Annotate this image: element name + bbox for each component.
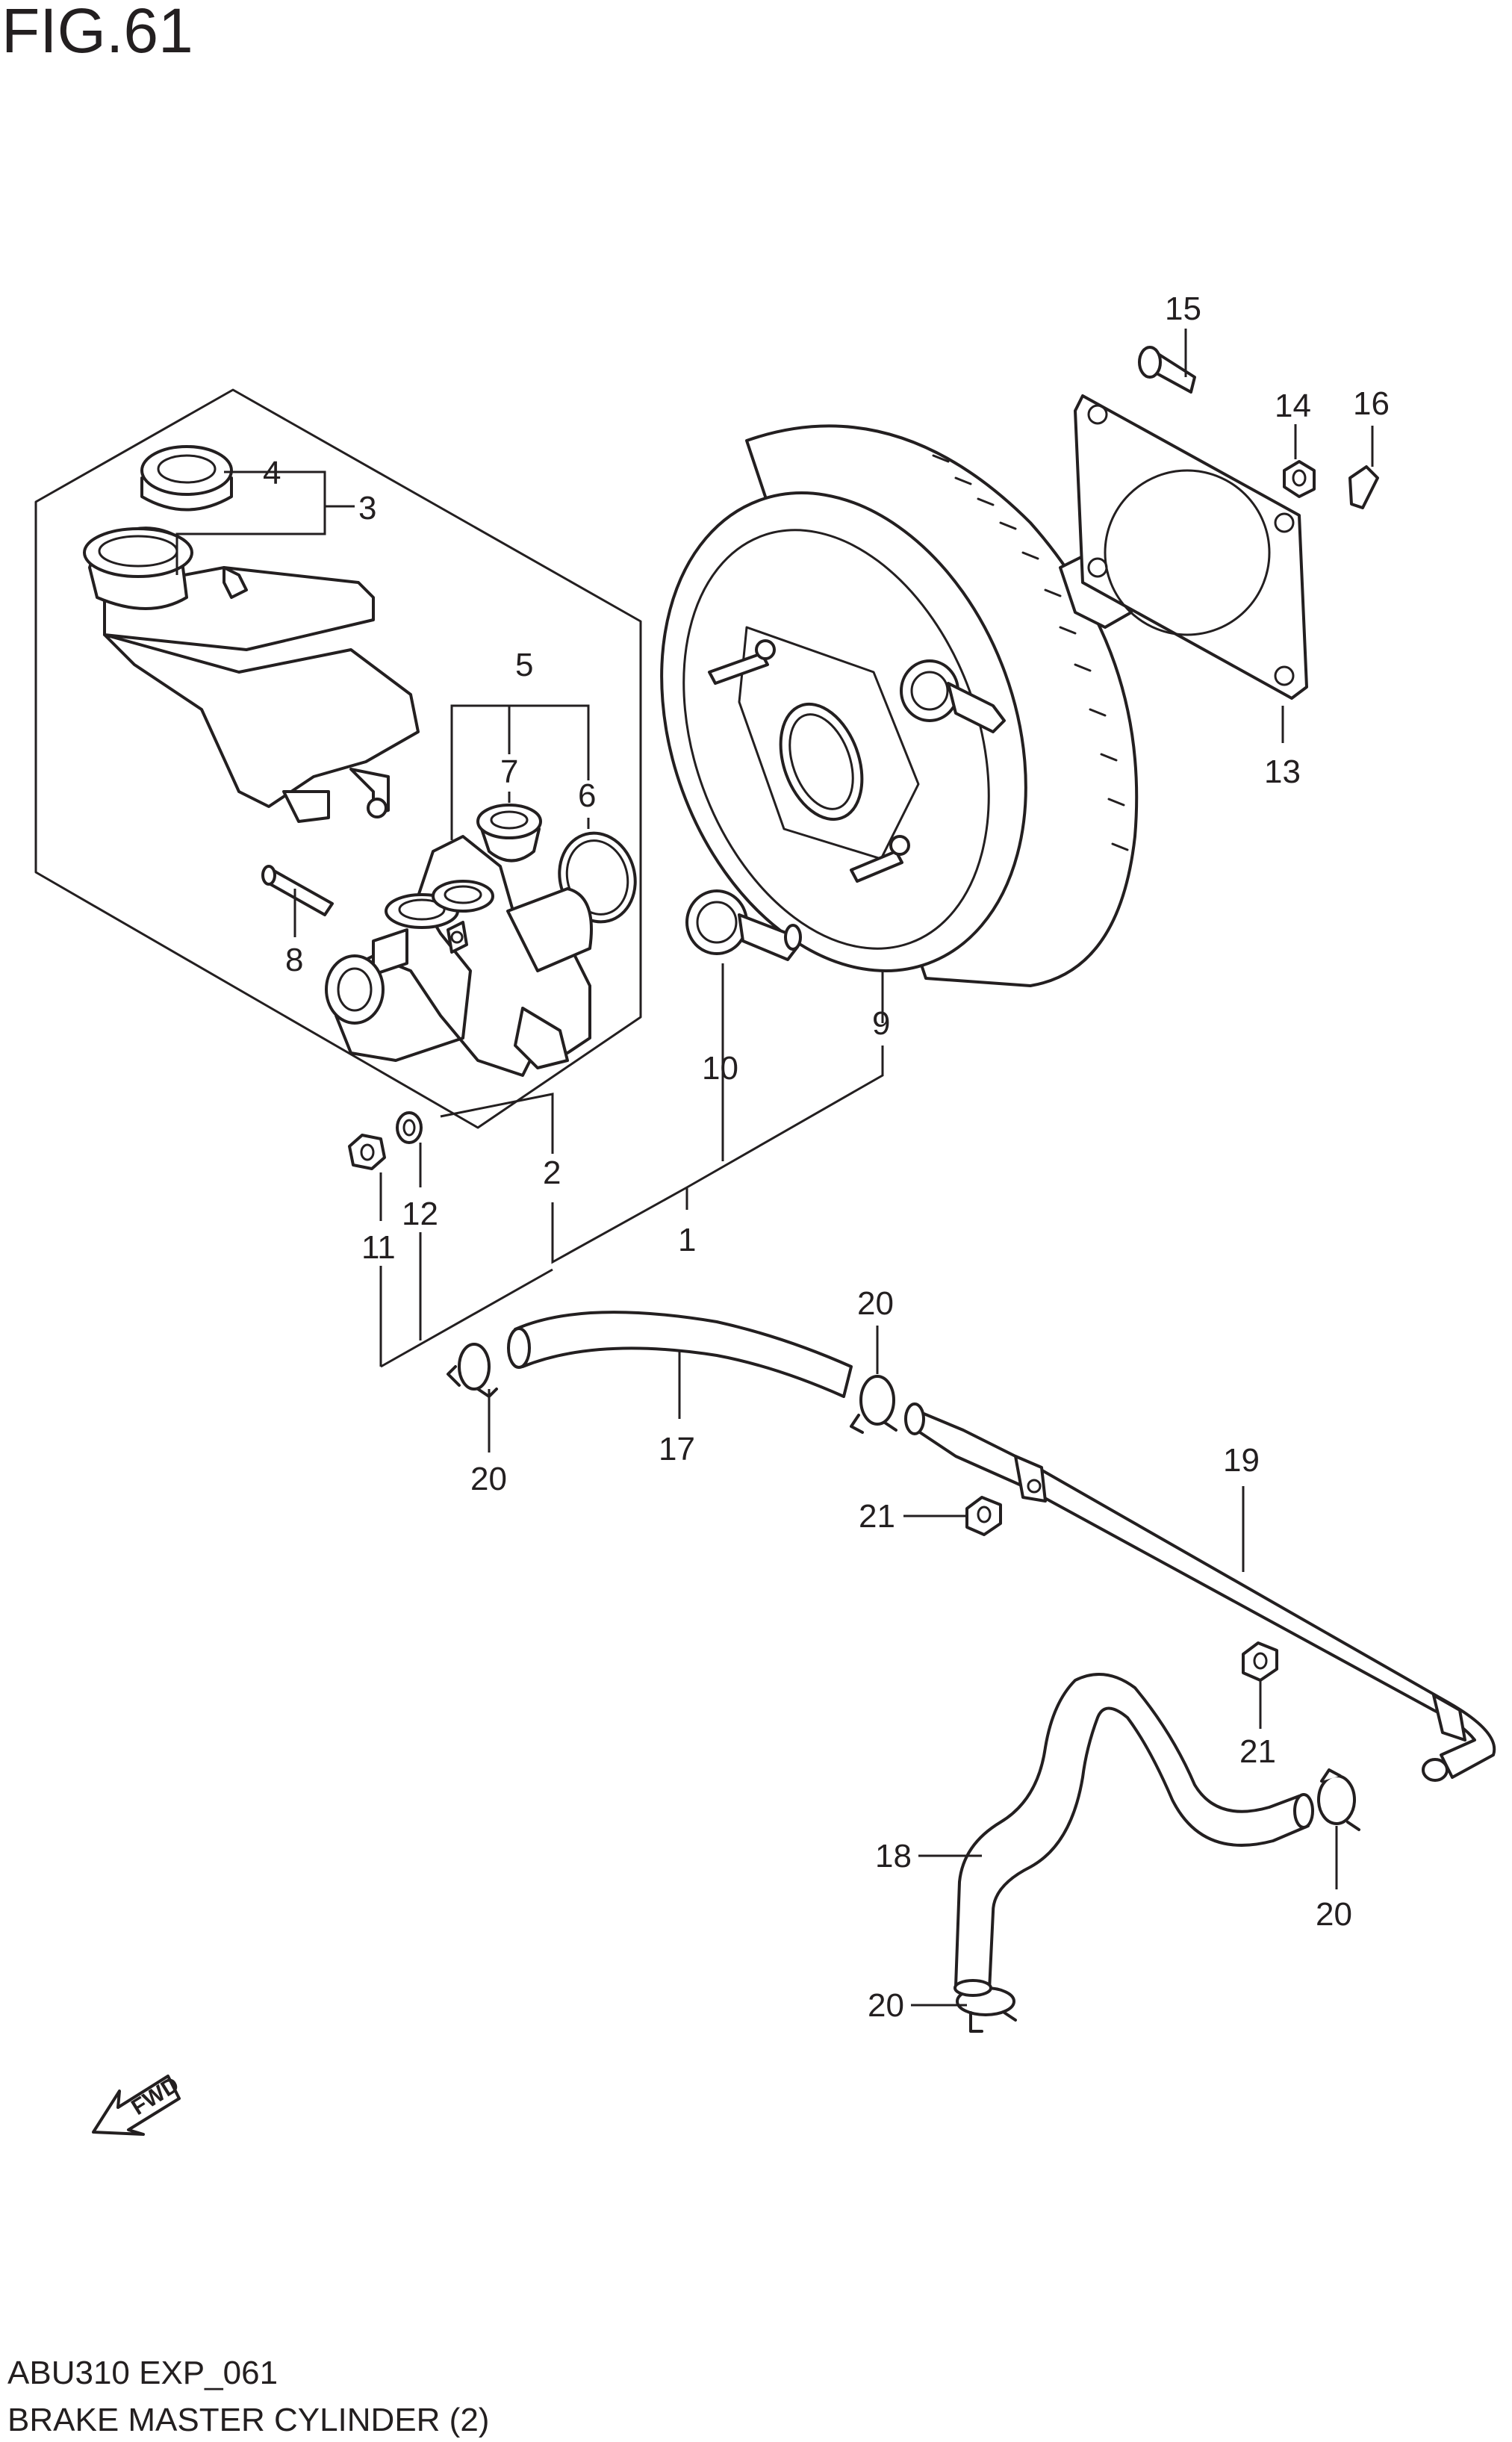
callout-1: 1 bbox=[678, 1222, 696, 1258]
booster-nut bbox=[1283, 460, 1316, 498]
check-valve bbox=[685, 889, 802, 961]
callout-20-a: 20 bbox=[857, 1285, 894, 1322]
callout-20-b: 20 bbox=[470, 1461, 507, 1497]
reservoir-pin bbox=[261, 865, 334, 916]
callout-4: 4 bbox=[263, 455, 281, 491]
reservoir-cap bbox=[140, 445, 233, 512]
pipe-nut bbox=[1242, 1641, 1278, 1682]
callout-13: 13 bbox=[1264, 754, 1301, 790]
figure-code: ABU310 EXP_061 bbox=[7, 2355, 278, 2391]
forward-arrow-icon: FWD bbox=[92, 2072, 184, 2136]
clip bbox=[1348, 465, 1379, 509]
callout-17: 17 bbox=[659, 1431, 695, 1467]
master-cylinder bbox=[325, 835, 593, 1077]
callout-10: 10 bbox=[702, 1050, 738, 1087]
hose-clamp bbox=[1317, 1768, 1360, 1831]
brake-fluid-reservoir bbox=[83, 526, 420, 823]
callout-5: 5 bbox=[515, 647, 533, 683]
grommet bbox=[476, 804, 542, 863]
brake-booster bbox=[660, 424, 1174, 987]
hose-clamp bbox=[850, 1375, 897, 1434]
leader-lines bbox=[175, 329, 1374, 2007]
figure-title: FIG.61 bbox=[1, 0, 193, 66]
callout-labels: 4 3 5 7 6 8 9 10 2 12 1 11 15 14 16 13 2… bbox=[263, 291, 1390, 2024]
pipe-nut bbox=[965, 1496, 1002, 1536]
hose-clamp bbox=[447, 1343, 498, 1398]
vacuum-hose-lower bbox=[953, 1673, 1314, 1997]
nut bbox=[348, 1134, 386, 1170]
callout-12: 12 bbox=[402, 1196, 438, 1232]
callout-3: 3 bbox=[358, 490, 376, 526]
callout-11: 11 bbox=[361, 1229, 396, 1266]
callout-19: 19 bbox=[1223, 1442, 1260, 1479]
master-cylinder-group-outline bbox=[34, 388, 642, 1129]
callout-14: 14 bbox=[1275, 388, 1311, 424]
callout-2: 2 bbox=[543, 1155, 561, 1191]
callout-8: 8 bbox=[285, 942, 303, 978]
callout-20-c: 20 bbox=[1316, 1896, 1352, 1933]
callout-21-a: 21 bbox=[859, 1498, 895, 1535]
booster-bolt bbox=[1138, 346, 1196, 394]
booster-gasket bbox=[1074, 394, 1308, 700]
callout-16: 16 bbox=[1353, 385, 1390, 422]
callout-15: 15 bbox=[1165, 291, 1201, 327]
callout-18: 18 bbox=[875, 1838, 912, 1874]
vacuum-hose-upper bbox=[507, 1311, 853, 1398]
callout-7: 7 bbox=[500, 754, 518, 790]
figure-name: BRAKE MASTER CYLINDER (2) bbox=[7, 2402, 489, 2438]
callout-6: 6 bbox=[578, 777, 596, 814]
washer bbox=[396, 1111, 423, 1144]
vacuum-pipe bbox=[904, 1402, 1496, 1782]
callout-9: 9 bbox=[872, 1005, 890, 1042]
callout-21-b: 21 bbox=[1239, 1733, 1276, 1770]
callout-20-d: 20 bbox=[868, 1987, 904, 2024]
